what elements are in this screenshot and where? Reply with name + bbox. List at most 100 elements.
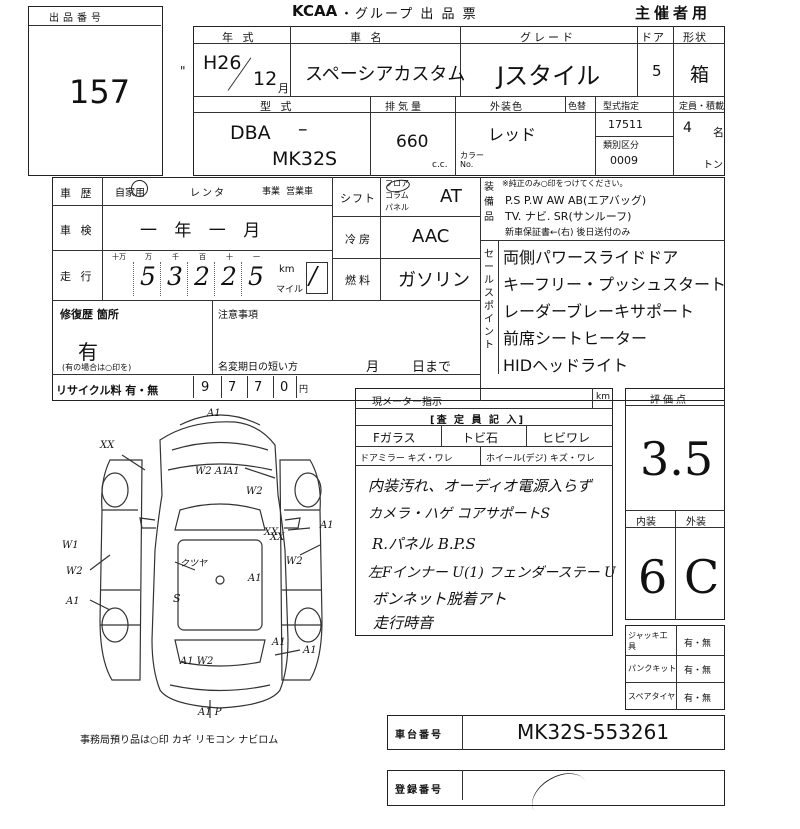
type-code-label: 型式指定 [603,102,640,112]
history-private-circle [131,180,148,197]
tools-box [625,625,725,710]
inspection-expiry: 一 年 一 月 [140,221,267,241]
grade-label: グレード [520,31,576,44]
chassis-label: 車台番号 [395,730,443,741]
exterior-label: 外装 [686,517,706,528]
chassis-number-box [387,715,725,750]
damage-mark-19: A1 P [198,707,222,718]
year-label: 年 式 [222,31,257,44]
center-mark [215,575,225,585]
recycle-digit-3: 7 [254,380,263,395]
inspection-label: 車 検 [60,224,95,237]
score-label: 評価点 [650,395,689,406]
puncture-kit-label: パンクキット [628,664,677,673]
damage-mark-15: A1 [303,645,317,656]
car-name: スペーシアカスタム [305,64,466,85]
damage-mark-1: XX [100,440,115,451]
spare-tire-label: スペアタイヤ [628,692,676,701]
equipment-line1: P.S P.W AW AB(エアバッグ) [505,194,647,207]
overall-score: 3.5 [640,432,714,486]
condition-grid [52,177,725,401]
wheel-label: ホイール(デジ) キズ・ワレ [486,454,595,464]
lot-number-label: 出品番号 [49,13,105,24]
model-month: 12 [253,68,278,90]
color-code-label: カラーNo. [460,151,484,169]
inspector-note-1: 内装汚れ、オーディオ電源入らず [368,477,592,495]
equipment-line2: TV. ナビ. SR(サンルーフ) [505,210,632,223]
history-commercial: 営業車 [286,187,314,197]
caution-label: 注意事項 [218,310,258,321]
damage-mark-2: W2 A1 [195,466,229,477]
front-edge [179,414,261,426]
exterior-color: レッド [488,125,537,144]
damage-mark-9: A1 [66,596,80,607]
meter-unit: km [596,392,610,402]
left-side-panel [99,459,143,681]
crack-label: ヒビワレ [542,431,591,445]
mileage-odometer-box [306,262,328,294]
model-code: MK32S [272,148,338,170]
repair-history-note: (有の場合は○印を) [62,363,132,372]
doors-label: ドア [641,31,665,44]
damage-mark-5: A1 [320,520,334,531]
mileage-unit-mile: マイル [276,285,304,295]
mirror-label: ドアミラー キズ・ワレ [360,454,453,464]
shift-panel: パネル [385,203,409,212]
grade: Jスタイル [497,62,601,90]
car-name-label: 車 名 [350,31,385,44]
jack-label: ジャッキ工具 [628,631,668,651]
color-change-label: 色替 [568,102,587,112]
damage-mark-8: W2 [66,566,83,577]
model-code-label: 型 式 [260,100,295,113]
history-rental: レンタ [190,188,226,199]
deadline-day: 日まで [412,360,452,375]
inspector-note-4: 左Fインナー U(1) フェンダーステー U [368,565,616,581]
damage-mark-16: XX [264,527,279,538]
month-unit: 月 [278,82,289,95]
aircon-type: AAC [412,226,450,247]
right-side-panel [279,459,323,681]
damage-mark-14: W2 [286,556,303,567]
sales-point-1: 両側パワースライドドア [503,248,679,267]
load-unit: トン [703,160,723,171]
left-side-doorlines [100,509,140,626]
rear-bumper-line [169,684,271,692]
exterior-color-label: 外装色 [490,102,523,113]
car-damage-diagram [89,414,323,718]
sales-point-5: HIDヘッドライト [503,356,629,375]
transmission: AT [440,186,462,207]
interior-grade-mark: 6 [638,550,668,604]
damage-mark-12: S [173,592,181,605]
deadline-month: 月 [366,360,380,375]
model-year: H26 [203,52,242,74]
shift-floor: フロア [385,179,409,188]
recycle-digit-4: 0 [280,380,289,395]
repair-history-value: 有 [78,340,98,364]
mileage-unknown-mark: / [309,262,318,290]
kcaa-logo: KCAA [292,2,338,20]
inspector-note-3: R.パネル B.P.S [372,535,476,553]
damage-mark-3: A1 [207,408,221,419]
left-mirror [139,517,156,529]
history-business: 事業 [262,187,281,197]
mileage-digit-3: 2 [194,262,210,291]
damage-mark-7: W1 [62,540,79,551]
recycle-label: リサイクル料 有・無 [56,384,159,397]
class-label: 類別区分 [603,141,640,151]
right-mirror [284,517,301,529]
history-private: 自家用 [115,188,145,199]
interior-label: 内装 [636,517,656,528]
recycle-digit-2: 7 [228,380,237,395]
damage-mark-11: クツヤ [180,559,208,569]
inspector-note-5: ボンネット脱着アト [372,590,507,608]
puncture-kit-value: 有・無 [684,666,712,676]
recycle-digits-box [193,376,311,398]
seating-capacity: 4 [683,120,692,136]
vehicle-info-table [193,26,725,176]
damage-mark-18: A1 [272,637,286,648]
meter-label: 現メーター指示 [372,397,442,408]
exterior-grade: C [684,550,720,604]
chassis-number: MK32S-553261 [517,720,670,744]
place-10: 十 [226,253,233,261]
registration-label: 登録番号 [395,785,443,796]
